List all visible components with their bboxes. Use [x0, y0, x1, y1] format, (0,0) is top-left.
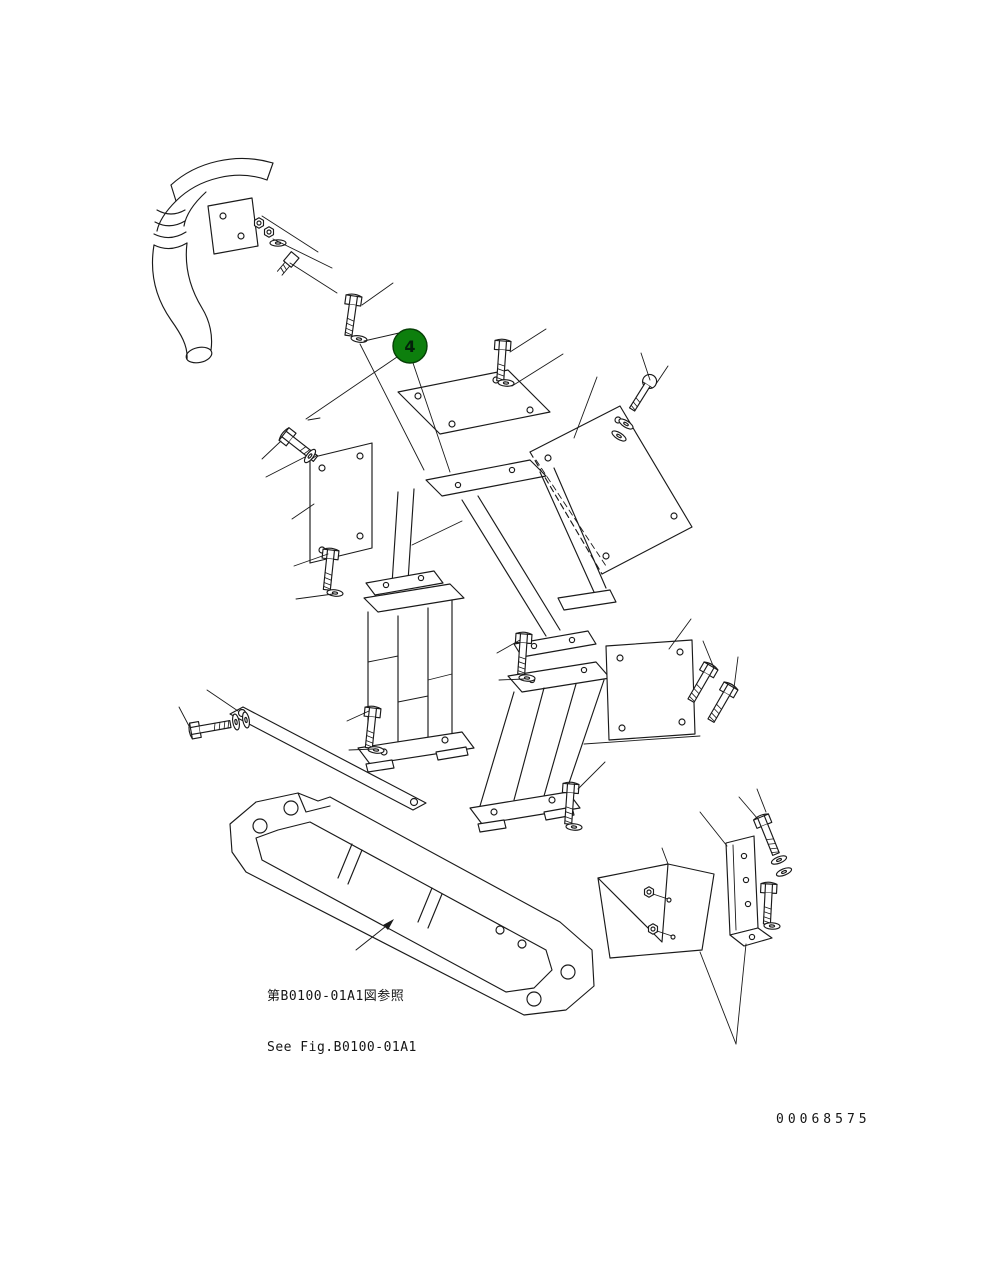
top-cover-plate — [397, 369, 551, 435]
nut-icon — [253, 217, 265, 229]
base-frame — [229, 792, 595, 1016]
main-frame-bracket — [365, 459, 617, 658]
reference-note-en: See Fig.B0100-01A1 — [267, 1040, 417, 1055]
hose-clamp-bracket — [207, 197, 300, 276]
washer-icon — [774, 865, 794, 879]
fasteners — [187, 292, 794, 931]
washer-icon — [616, 416, 636, 432]
reference-arrow — [355, 919, 394, 951]
right-side-panel — [529, 405, 693, 575]
washer-icon — [269, 239, 287, 247]
washer-icon — [565, 822, 583, 832]
right-small-panel — [605, 639, 696, 741]
bolt-icon — [277, 426, 322, 466]
callout-number[interactable]: 4 — [404, 337, 416, 356]
washer-icon — [609, 428, 629, 444]
drawing-number: 00068575 — [776, 1112, 871, 1127]
washer-icon — [763, 921, 781, 931]
washer-icon — [326, 588, 344, 598]
bolt-icon — [360, 704, 382, 750]
nut-icon — [647, 923, 659, 935]
fitting-icon — [276, 251, 300, 276]
washer-icon — [350, 334, 368, 344]
bolt-icon — [758, 881, 778, 925]
bolt-icon — [187, 715, 233, 740]
reference-note-jp: 第B0100-01A1図参照 — [267, 989, 405, 1004]
bolt-icon — [339, 292, 363, 338]
pedestal-support — [469, 661, 611, 833]
bolt-icon — [703, 679, 740, 726]
bolt-icon — [752, 811, 784, 858]
round-head-bolt-icon — [628, 373, 658, 412]
nut-icon — [263, 226, 275, 238]
callout-balloon[interactable] — [392, 328, 428, 364]
mount-tray — [597, 863, 715, 959]
support-column — [357, 583, 475, 773]
reference-note: 第B0100-01A1図参照 See Fig.B0100-01A1 — [267, 954, 417, 1073]
nut-icon — [643, 886, 655, 898]
leader-lines — [178, 215, 767, 1045]
callout-circle[interactable] — [392, 328, 428, 364]
left-side-panel — [309, 442, 373, 564]
mount-bracket — [725, 835, 773, 947]
diagonal-bar — [229, 706, 427, 811]
hose — [151, 157, 274, 364]
